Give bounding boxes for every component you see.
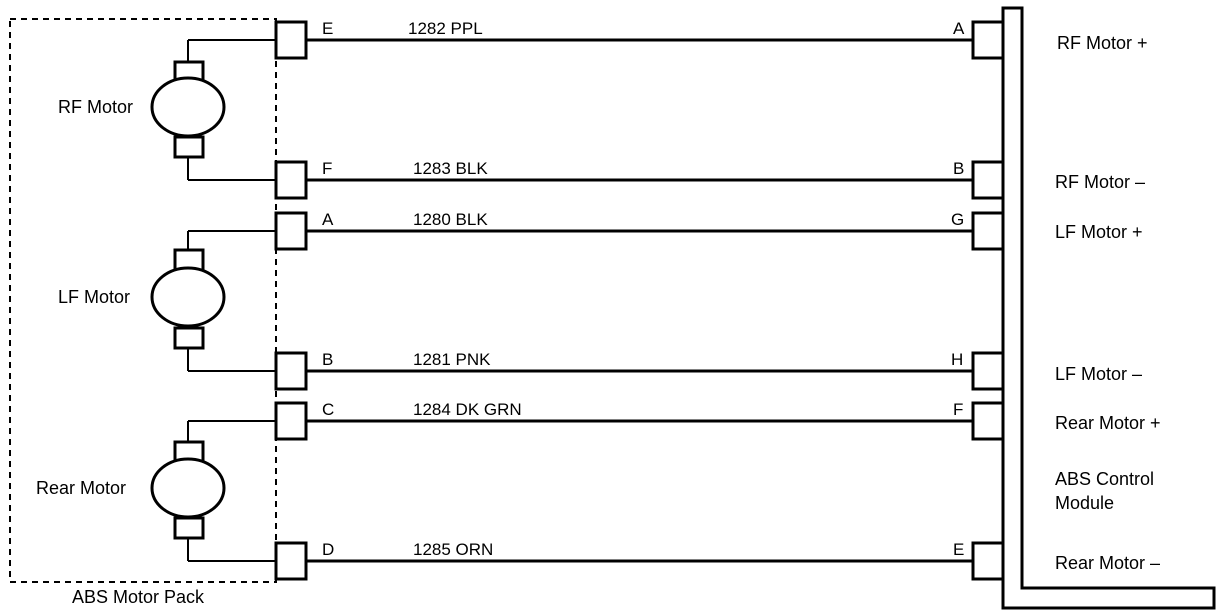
wire-label: 1284 DK GRN	[413, 400, 522, 419]
right-connector	[971, 211, 1005, 251]
left-pin-label: C	[322, 400, 334, 419]
left-connector	[274, 351, 308, 391]
right-connector	[971, 160, 1005, 200]
wire-label: 1282 PPL	[408, 19, 483, 38]
circuit-row: F 1283 BLK B RF Motor –	[274, 159, 1145, 200]
wire-label: 1283 BLK	[413, 159, 488, 178]
module-pin-label: LF Motor –	[1055, 364, 1142, 384]
lf-motor-label: LF Motor	[58, 287, 130, 307]
left-connector	[274, 160, 308, 200]
right-connector	[971, 401, 1005, 441]
module-pin-label: Rear Motor –	[1055, 553, 1160, 573]
motor-pack-label: ABS Motor Pack	[72, 587, 205, 607]
lf-motor	[150, 230, 277, 372]
left-pin-label: F	[322, 159, 332, 178]
motor-pack-boundary	[9, 18, 277, 583]
rf-motor	[150, 39, 277, 181]
rear-motor	[150, 420, 277, 562]
module-pin-label: LF Motor +	[1055, 222, 1143, 242]
right-pin-label: B	[953, 159, 964, 178]
right-pin-label: E	[953, 540, 964, 559]
right-pin-label: G	[951, 210, 964, 229]
control-module-label-line1: ABS Control	[1055, 469, 1154, 489]
wire-label: 1281 PNK	[413, 350, 491, 369]
left-pin-label: D	[322, 540, 334, 559]
right-connector	[971, 20, 1005, 60]
rf-motor-label: RF Motor	[58, 97, 133, 117]
rear-motor-label: Rear Motor	[36, 478, 126, 498]
module-pin-label: RF Motor +	[1057, 33, 1148, 53]
module-pin-label: Rear Motor +	[1055, 413, 1161, 433]
circuit-row: D 1285 ORN E Rear Motor –	[274, 540, 1160, 581]
right-pin-label: F	[953, 400, 963, 419]
left-connector	[274, 401, 308, 441]
circuit-row: A 1280 BLK G LF Motor +	[274, 210, 1143, 251]
left-pin-label: A	[322, 210, 334, 229]
circuit-row: B 1281 PNK H LF Motor –	[274, 350, 1142, 391]
left-connector	[274, 211, 308, 251]
left-pin-label: B	[322, 350, 333, 369]
left-connector	[274, 20, 308, 60]
control-module-label-line2: Module	[1055, 493, 1114, 513]
left-connector	[274, 541, 308, 581]
right-connector	[971, 541, 1005, 581]
right-pin-label: H	[951, 350, 963, 369]
right-connector	[971, 351, 1005, 391]
right-pin-label: A	[953, 19, 965, 38]
left-pin-label: E	[322, 19, 333, 38]
circuit-row: E 1282 PPL A RF Motor +	[274, 19, 1148, 60]
circuit-row: C 1284 DK GRN F Rear Motor +	[274, 400, 1161, 441]
wire-label: 1280 BLK	[413, 210, 488, 229]
control-module-body	[1001, 6, 1216, 610]
module-pin-label: RF Motor –	[1055, 172, 1145, 192]
wire-label: 1285 ORN	[413, 540, 493, 559]
